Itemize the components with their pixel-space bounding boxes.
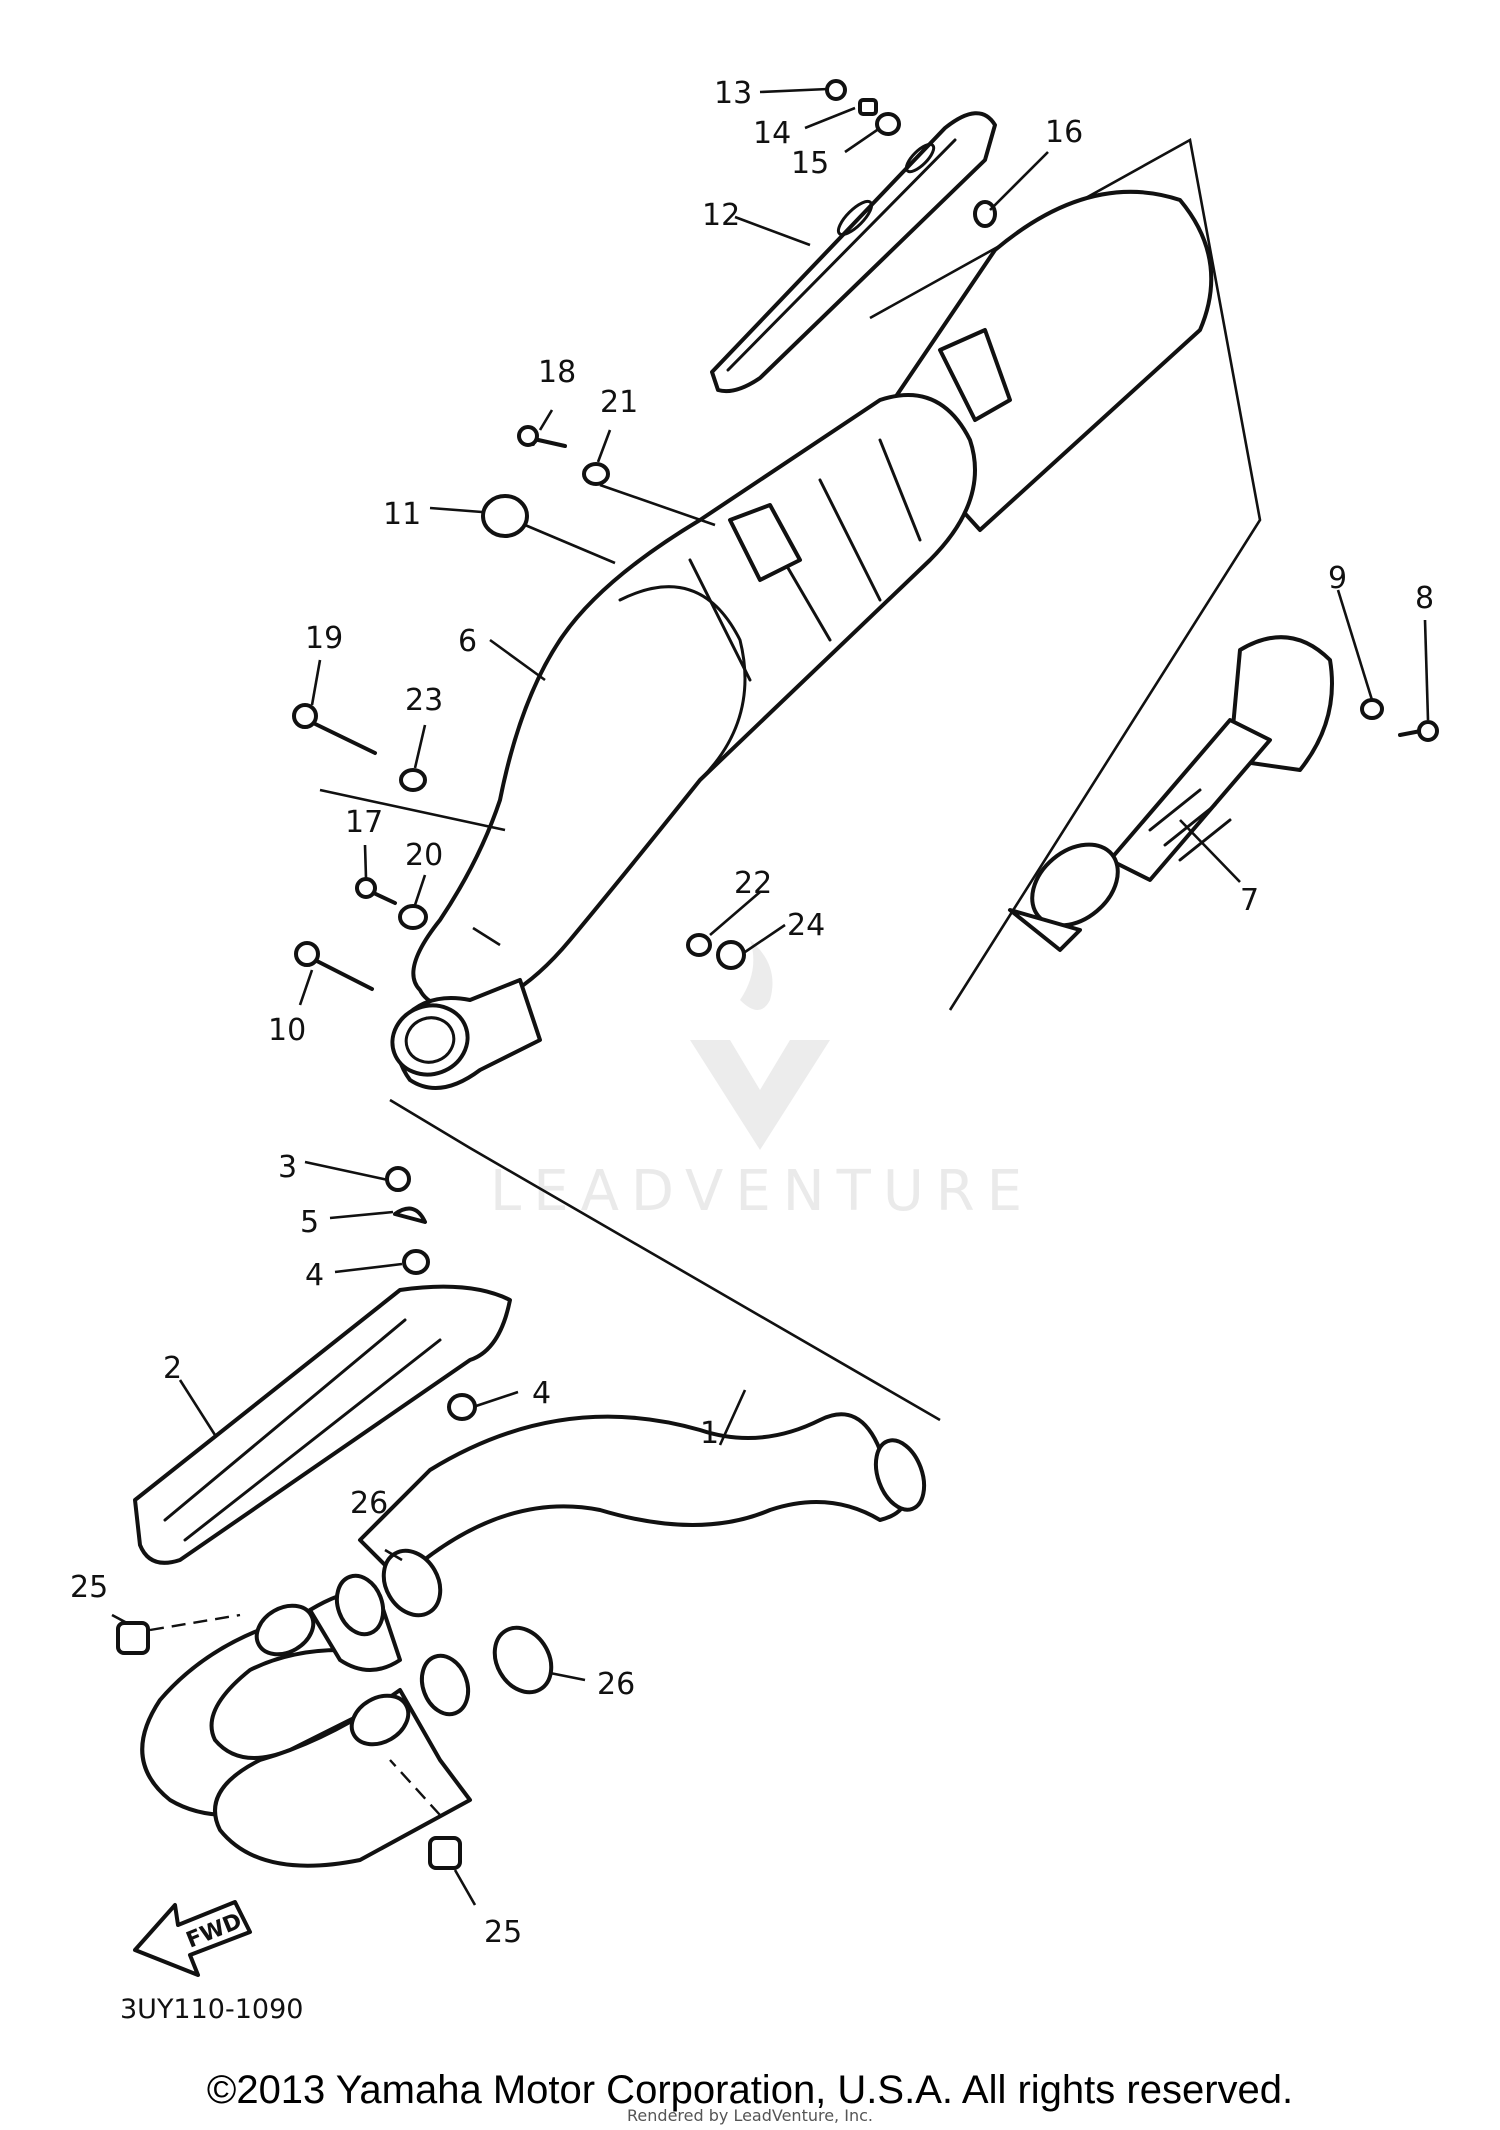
silencer-insert bbox=[1008, 635, 1334, 952]
callout-26-lower: 26 bbox=[597, 1667, 635, 1702]
leader-lines bbox=[111, 87, 1430, 1906]
callout-22: 22 bbox=[734, 866, 772, 901]
heat-shield-lower bbox=[133, 1284, 512, 1565]
muffler-body bbox=[411, 189, 1214, 1012]
callout-6: 6 bbox=[458, 624, 477, 659]
callout-13: 13 bbox=[714, 76, 752, 111]
fwd-arrow: FWD bbox=[133, 1900, 252, 1977]
callout-7: 7 bbox=[1240, 883, 1259, 918]
exhaust-pipe bbox=[140, 1412, 927, 1868]
callout-11: 11 bbox=[383, 497, 421, 532]
callout-25-lower: 25 bbox=[484, 1915, 522, 1950]
callout-14: 14 bbox=[753, 116, 791, 151]
callout-16: 16 bbox=[1045, 115, 1083, 150]
callout-23: 23 bbox=[405, 683, 443, 718]
callout-8: 8 bbox=[1415, 581, 1434, 616]
callout-17: 17 bbox=[345, 805, 383, 840]
callout-4-lower: 4 bbox=[532, 1376, 551, 1411]
callout-15: 15 bbox=[791, 146, 829, 181]
callout-4-upper: 4 bbox=[305, 1258, 324, 1293]
muffler-inlet-clamp bbox=[390, 978, 542, 1090]
callout-18: 18 bbox=[538, 355, 576, 390]
callout-12: 12 bbox=[702, 198, 740, 233]
callout-20: 20 bbox=[405, 838, 443, 873]
gasket-lower bbox=[492, 1625, 554, 1695]
callout-10: 10 bbox=[268, 1013, 306, 1048]
callout-9: 9 bbox=[1328, 561, 1347, 596]
callouts: 13 14 15 16 12 18 21 11 6 19 23 17 20 22… bbox=[70, 76, 1434, 1950]
callout-3: 3 bbox=[278, 1150, 297, 1185]
copyright-notice: ©2013 Yamaha Motor Corporation, U.S.A. A… bbox=[206, 2068, 1294, 2112]
callout-26-upper: 26 bbox=[350, 1486, 388, 1521]
gasket-upper bbox=[381, 1548, 443, 1618]
callout-1: 1 bbox=[700, 1416, 719, 1451]
heat-shield-upper bbox=[710, 111, 997, 394]
callout-19: 19 bbox=[305, 621, 343, 656]
document-code: 3UY110-1090 bbox=[120, 1994, 303, 2025]
callout-2: 2 bbox=[163, 1351, 182, 1386]
callout-25-upper: 25 bbox=[70, 1570, 108, 1605]
muffler-group-outline-lower bbox=[389, 1098, 941, 1422]
watermark-text: LEADVENTURE bbox=[490, 1159, 1034, 1224]
callout-24: 24 bbox=[787, 908, 825, 943]
callout-5: 5 bbox=[300, 1205, 319, 1240]
fasteners bbox=[116, 79, 1439, 1870]
rendered-by-credit: Rendered by LeadVenture, Inc. bbox=[627, 2106, 873, 2125]
callout-21: 21 bbox=[600, 385, 638, 420]
leadventure-watermark: LEADVENTURE bbox=[490, 940, 1034, 1224]
